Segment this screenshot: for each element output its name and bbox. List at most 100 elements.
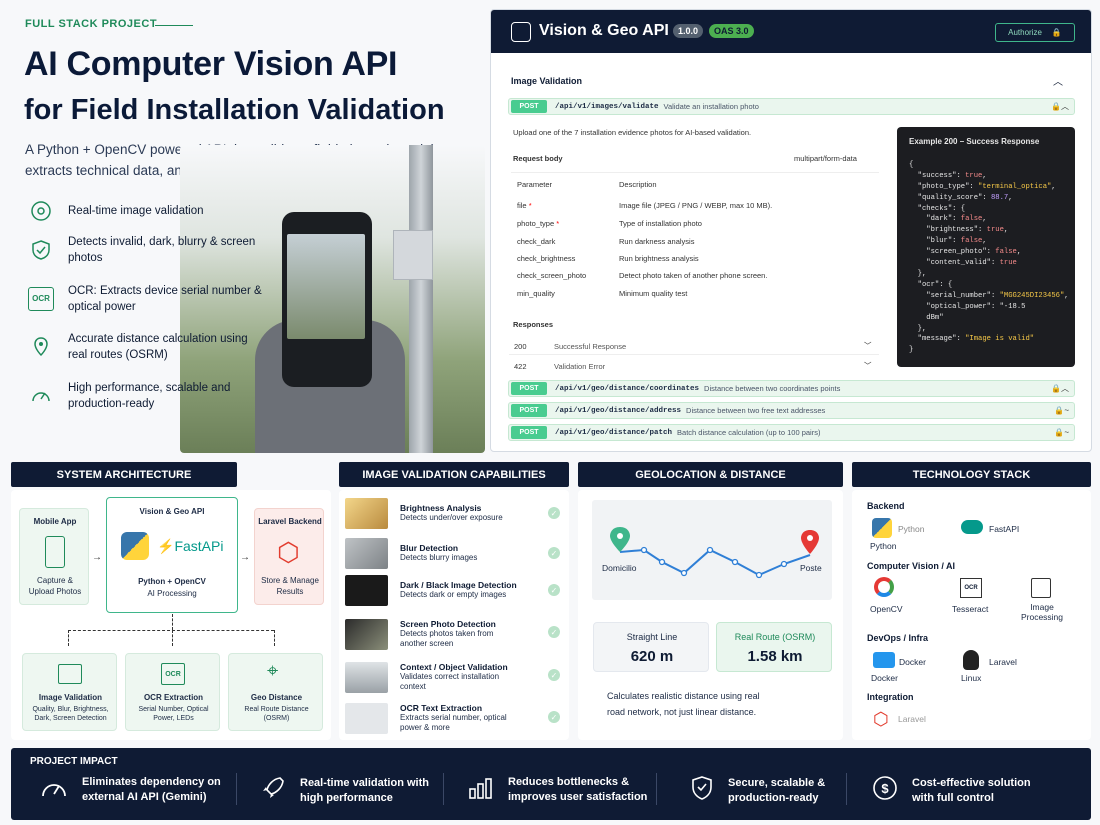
image-icon: [58, 664, 82, 684]
ocr-icon: OCR: [28, 287, 54, 311]
endpoint-intro: Upload one of the 7 installation evidenc…: [513, 128, 752, 137]
endpoint-path: /api/v1/images/validate: [555, 102, 659, 111]
endpoint-desc: Batch distance calculation (up to 100 pa…: [677, 428, 821, 437]
arrow-right-icon: →: [92, 552, 102, 563]
mobile-app-box: Mobile App Capture & Upload Photos: [19, 508, 89, 605]
backend-label: Backend: [867, 501, 905, 511]
param-name: file *: [517, 201, 532, 210]
divider: [443, 773, 444, 805]
param-name: check_brightness: [517, 254, 576, 263]
target-icon: [28, 198, 54, 224]
laravel-backend-box: Laravel Backend ⬡ Store & Manage Results: [254, 508, 324, 605]
capability-title: OCR Text Extraction: [400, 703, 483, 713]
hero-subtitle: for Field Installation Validation: [24, 94, 445, 126]
gauge-icon: [28, 383, 54, 409]
chevron-up-icon[interactable]: ︿: [1053, 77, 1063, 88]
module-title: OCR Extraction: [143, 693, 204, 702]
module-title: Image Validation: [38, 693, 103, 702]
capability-desc: Detects blurry images: [400, 553, 478, 562]
rocket-icon: [260, 775, 286, 806]
route-label: Real Route (OSRM): [734, 632, 816, 642]
request-body-label: Request body: [513, 154, 563, 163]
check-icon: ✓: [548, 626, 560, 638]
map-pin-icon: [28, 334, 54, 360]
impact-header: PROJECT IMPACT: [30, 756, 118, 767]
endpoint-validate[interactable]: POST /api/v1/images/validate Validate an…: [508, 98, 1075, 115]
endpoint-path: /api/v1/geo/distance/coordinates: [555, 384, 700, 393]
endpoint-patch[interactable]: POST /api/v1/geo/distance/patch Batch di…: [508, 424, 1075, 441]
api-docs-panel: Vision & Geo API 1.0.0 OAS 3.0 Authorize…: [490, 9, 1092, 452]
endpoint-address[interactable]: POST /api/v1/geo/distance/address Distan…: [508, 402, 1075, 419]
map-pin-icon: ⌖: [267, 660, 279, 682]
check-icon: ✓: [548, 584, 560, 596]
terminal-box: [393, 230, 433, 280]
impact-item: $ Cost-effective solution with full cont…: [872, 775, 1042, 806]
core-api-box: Vision & Geo API ⚡FastAPi Python + OpenC…: [106, 497, 238, 613]
endpoint-path: /api/v1/geo/distance/address: [555, 406, 682, 415]
bar-chart-icon: [468, 776, 494, 805]
lock-chevron-icon[interactable]: 🔒~: [1054, 406, 1069, 415]
authorize-label: Authorize: [1008, 28, 1042, 37]
oas-badge: OAS 3.0: [709, 24, 754, 38]
python-logo-icon: [872, 518, 892, 538]
version-badge: 1.0.0: [673, 24, 704, 38]
connector-line: [172, 614, 173, 630]
param-name: min_quality: [517, 289, 555, 298]
tech-docker: Docker: [871, 673, 898, 683]
core-python: Python + OpenCV: [138, 577, 206, 586]
response-row[interactable]: 422 Validation Error ﹀: [509, 357, 879, 375]
code-line: },: [909, 324, 927, 333]
response-row[interactable]: 200 Successful Response ﹀: [509, 337, 879, 355]
param-desc: Detect photo taken of another phone scre…: [619, 271, 768, 280]
endpoint-path: /api/v1/geo/distance/patch: [555, 428, 673, 437]
feature-text: Accurate distance calculation using real…: [68, 333, 248, 361]
feature-text: Real-time image validation: [68, 205, 204, 217]
content-type[interactable]: multipart/form-data: [794, 154, 857, 163]
check-icon: ✓: [548, 547, 560, 559]
feature-item: Accurate distance calculation using real…: [28, 331, 268, 363]
mobile-desc: Capture & Upload Photos: [28, 576, 82, 596]
param-desc: Run darkness analysis: [619, 237, 695, 246]
core-ai: AI Processing: [147, 589, 197, 598]
module-ocr: OCR OCR Extraction Serial Number, Optica…: [125, 653, 220, 731]
group-title[interactable]: Image Validation: [511, 76, 583, 86]
feature-text: OCR: Extracts device serial number & opt…: [68, 285, 262, 313]
ocr-label-image: [345, 702, 388, 734]
code-line: "serial_number": "MGG245DI23456",: [909, 291, 1069, 300]
capability-title: Dark / Black Image Detection: [400, 580, 517, 590]
authorize-button[interactable]: Authorize🔒: [995, 23, 1075, 42]
method-badge: POST: [511, 382, 547, 395]
tech-docker-side: Docker: [899, 657, 926, 667]
feature-item: Real-time image validation: [28, 198, 268, 224]
connector-line: [68, 630, 69, 646]
code-line: },: [909, 269, 927, 278]
lock-chevron-icon[interactable]: 🔒︿: [1051, 102, 1069, 111]
sun-image: [345, 497, 388, 529]
example-response-panel: Example 200 – Success Response { "succes…: [897, 127, 1075, 367]
impact-text: Reduces bottlenecks & improves user sati…: [508, 776, 648, 803]
desc-header: Description: [619, 180, 657, 189]
lock-chevron-icon[interactable]: 🔒~: [1054, 428, 1069, 437]
code-line: "optical_power": "-18.5: [909, 302, 1026, 311]
endpoint-coordinates[interactable]: POST /api/v1/geo/distance/coordinates Di…: [508, 380, 1075, 397]
endpoint-desc: Validate an installation photo: [663, 102, 759, 111]
connector-line: [274, 630, 275, 646]
tech-opencv: OpenCV: [870, 604, 903, 614]
divider: [236, 773, 237, 805]
speedometer-icon: [40, 777, 68, 804]
feature-text: Detects invalid, dark, blurry & screen p…: [68, 236, 256, 264]
response-desc: Validation Error: [554, 362, 606, 371]
lock-chevron-icon[interactable]: 🔒︿: [1051, 384, 1069, 393]
arrow-right-icon: →: [240, 552, 250, 563]
code-line: "content_valid": true: [909, 259, 1017, 268]
connector-line: [172, 630, 173, 646]
impact-text: Cost-effective solution with full contro…: [912, 776, 1031, 804]
module-image-validation: Image Validation Quality, Blur, Brightne…: [22, 653, 117, 731]
geo-header: GEOLOCATION & DISTANCE: [578, 462, 843, 487]
ocr-icon: OCR: [161, 663, 185, 685]
docker-logo-icon: [873, 652, 895, 668]
divider: [656, 773, 657, 805]
